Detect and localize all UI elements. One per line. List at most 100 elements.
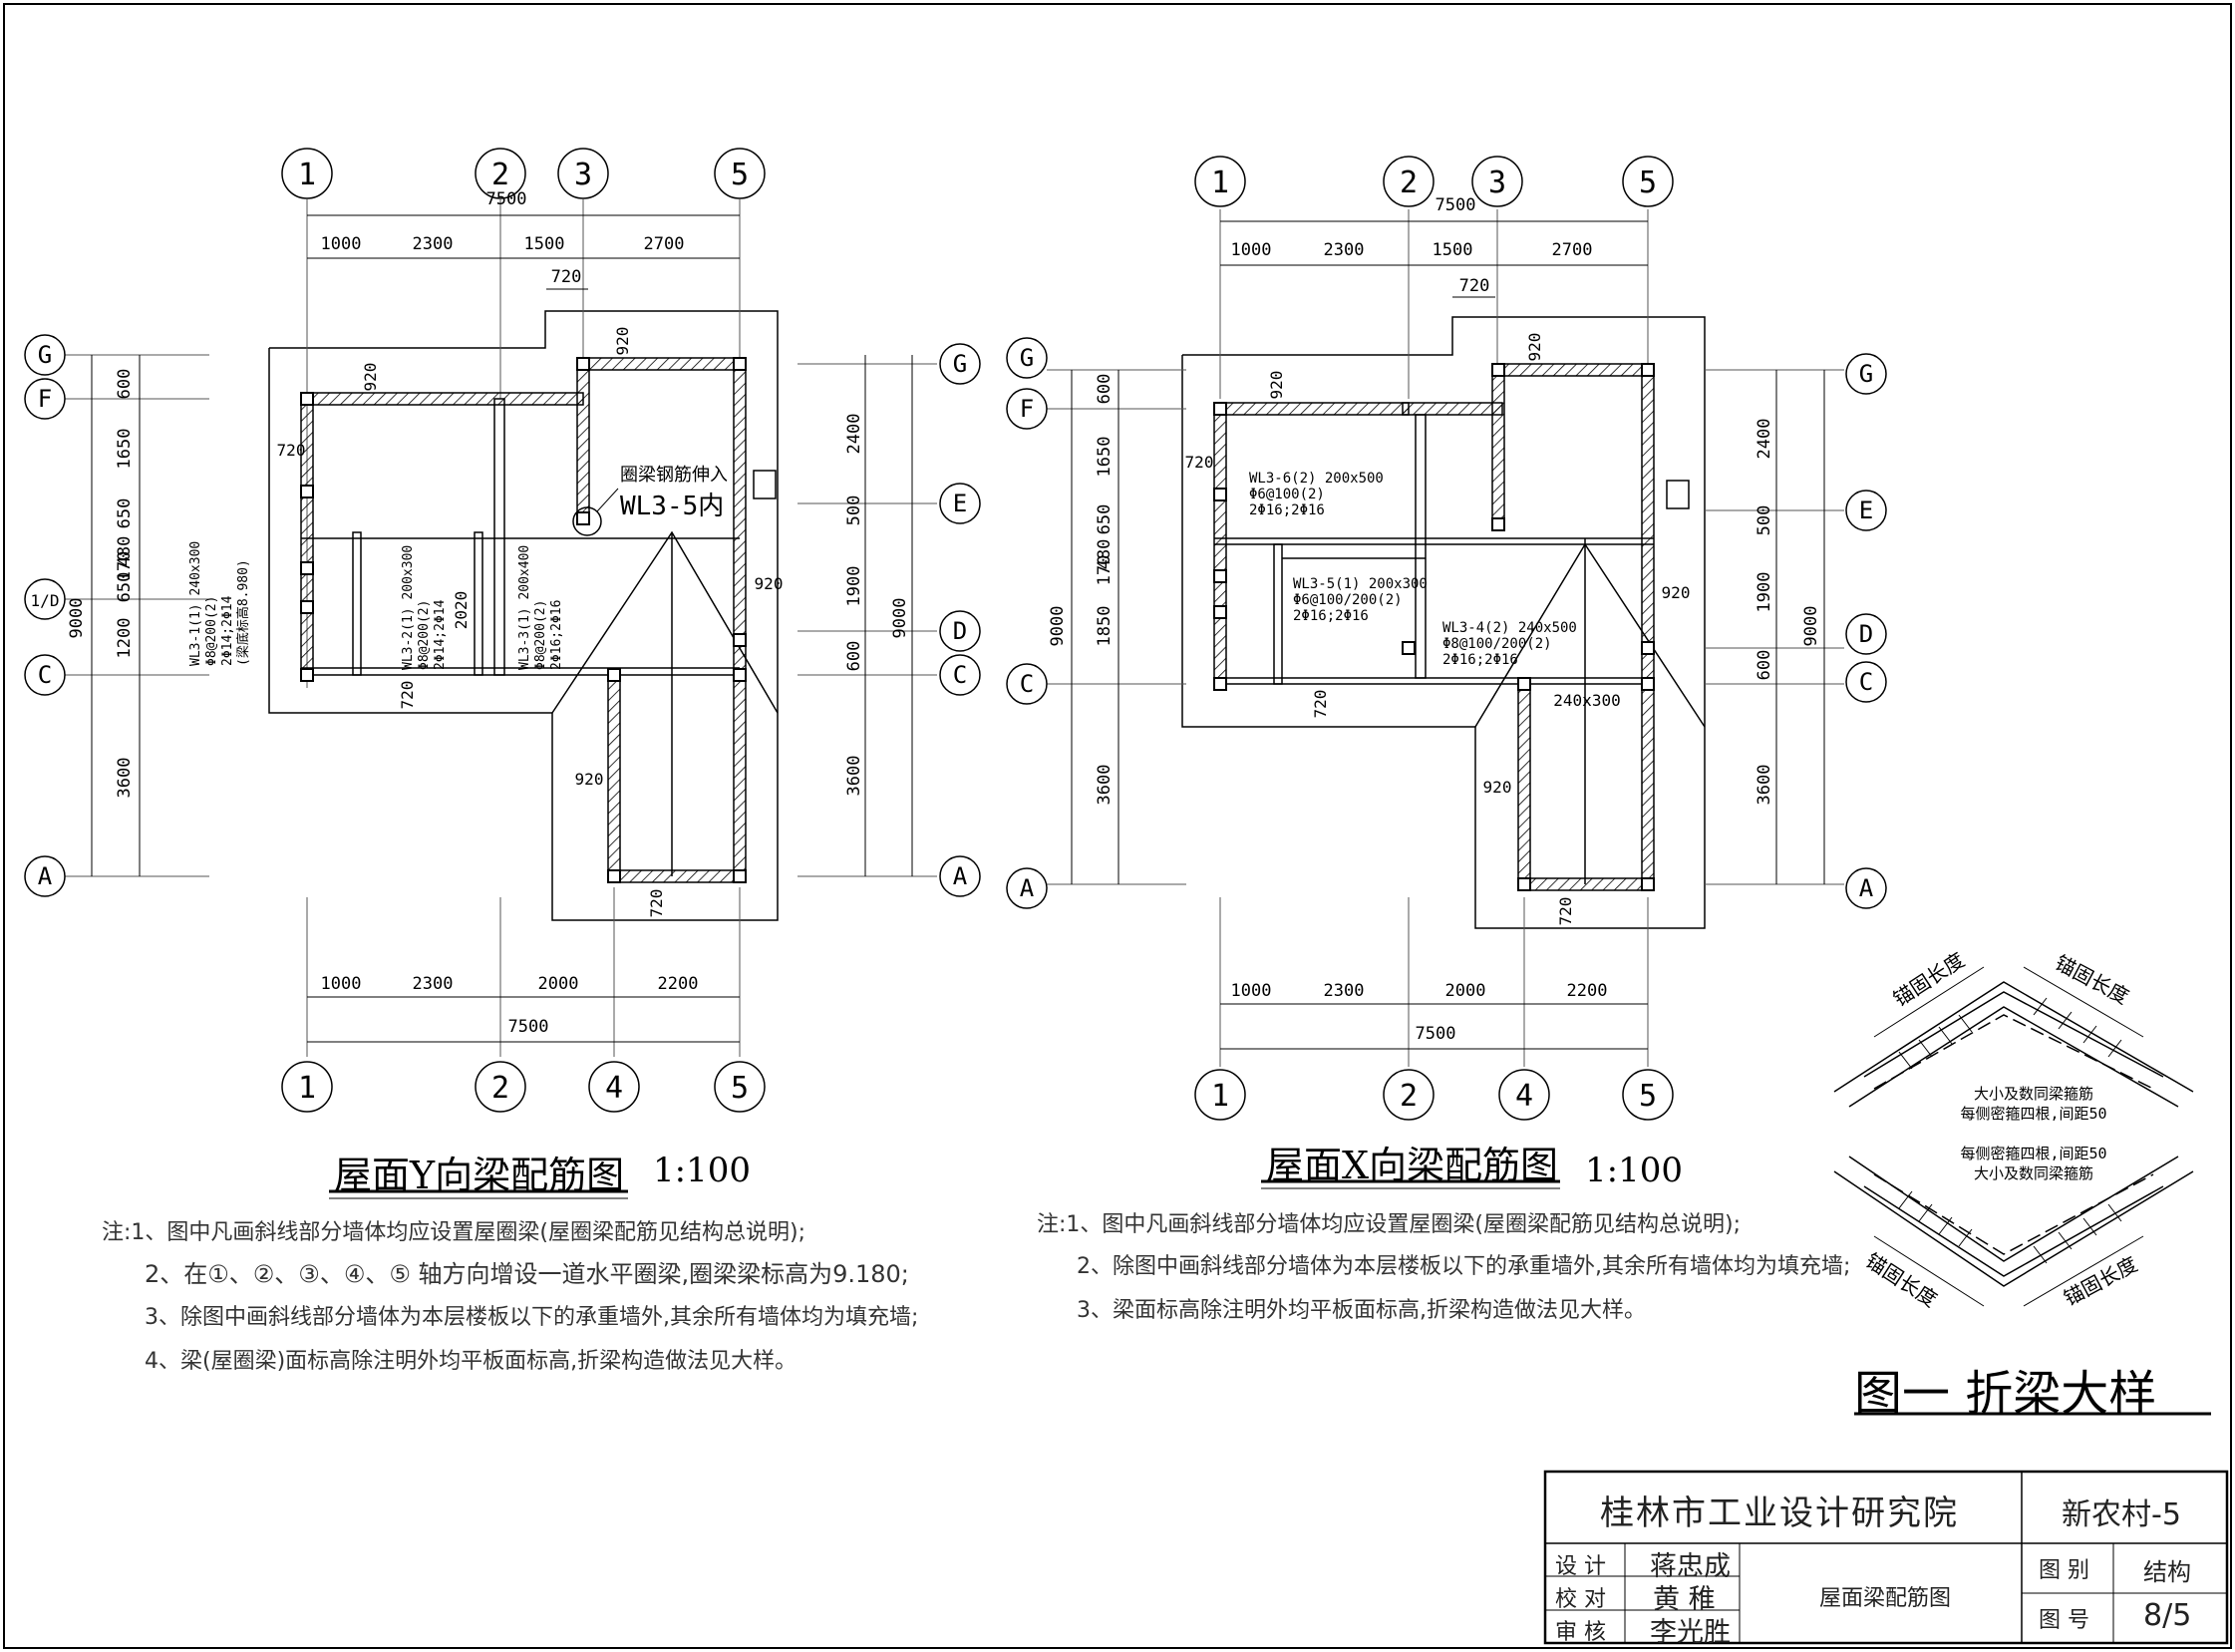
category-value: 结构 [2143, 1558, 2191, 1586]
dim-bottom-total: 7500 [508, 1017, 549, 1037]
wall-dim-3: 720 [277, 441, 306, 460]
note-right-2: 2、除图中画斜线部分墙体为本层楼板以下的承重墙外,其余所有墙体均为填充墙; [1077, 1254, 1851, 1279]
note-right-1: 注:1、图中凡画斜线部分墙体均应设置屋圈梁(屋圈梁配筋见结构总说明); [1037, 1212, 1741, 1237]
drawing-name: 屋面梁配筋图 [1819, 1586, 1952, 1611]
dim-top-1: 1000 [1231, 240, 1272, 260]
dim-bottom-1: 1000 [1231, 981, 1272, 1001]
dim-left-2: 1650 [115, 429, 135, 470]
lower-stirrups [1898, 1190, 2122, 1264]
sheet-border [3, 3, 2232, 1649]
wall-dim-7: 720 [647, 889, 666, 918]
axis-bottom-5: 5 [1639, 1079, 1657, 1114]
dim-left-4: 480 [1095, 539, 1115, 570]
axis-right-d: D [953, 617, 967, 645]
anchor-labels: 锚固长度 锚固长度 锚固长度 锚固长度 [1861, 947, 2141, 1311]
dim-right-5: 3600 [844, 756, 864, 797]
beam-wl34-l2: Φ8@100/200(2) [1442, 636, 1552, 652]
dim-bottom-total: 7500 [1416, 1024, 1456, 1044]
beam-wl35-l1: WL3-5(1) 200x300 [1293, 576, 1428, 592]
dim-top-offset: 720 [1459, 276, 1490, 296]
dim-right-3: 1900 [1755, 572, 1774, 613]
dim-left-6: 1850 [1095, 606, 1115, 647]
axis-left-f: F [1020, 395, 1034, 423]
axis-bottom-1: 1 [1211, 1079, 1229, 1114]
dim-right-4: 600 [1755, 650, 1774, 681]
beam-wl31-l3: 2Φ14;2Φ14 [220, 595, 235, 666]
axis-left-f: F [38, 385, 52, 413]
axis-bottom-2: 2 [1400, 1079, 1418, 1114]
wall-dim-8: 2020 [452, 591, 471, 630]
beam-wl35-l3: 2Φ16;2Φ16 [1293, 608, 1369, 624]
beam-wl33-l1: WL3-3(1) 200x400 [517, 545, 532, 670]
beam-wl36-l3: 2Φ16;2Φ16 [1249, 502, 1325, 518]
design-label: 设 计 [1555, 1554, 1606, 1579]
designer-name: 蒋忠成 [1650, 1551, 1731, 1582]
axis-left-c: C [1020, 670, 1034, 698]
annotation-ringbeam-2: WL3-5内 [620, 492, 724, 521]
dim-left-8: 3600 [115, 758, 135, 799]
dim-left-1: 600 [1095, 374, 1115, 405]
axis-left-1d: 1/D [31, 591, 60, 610]
project-name: 新农村-5 [2062, 1497, 2181, 1532]
wall-dim-8: 240x300 [1553, 691, 1620, 710]
axis-right-e: E [953, 490, 967, 517]
hatched-walls [1213, 363, 1655, 891]
beam-wl31-l2: Φ8@200(2) [204, 596, 219, 666]
note-left-4: 4、梁(屋圈梁)面标高除注明外均平板面标高,折梁构造做法见大样。 [145, 1349, 798, 1374]
category-label: 图 别 [2039, 1558, 2089, 1583]
beam-tags: WL3-6(2) 200x500 Φ6@100(2) 2Φ16;2Φ16 WL3… [1249, 471, 1577, 668]
beam-wl34-l1: WL3-4(2) 240x500 [1442, 620, 1577, 636]
dimension-texts-vertical: 600 1650 650 480 170 650 1200 3600 9000 … [67, 369, 910, 799]
dim-top-offset: 720 [551, 267, 582, 287]
dimension-texts-vertical: 600 1650 650 480 170 1850 3600 9000 2400… [1048, 374, 1821, 806]
wall-dim-4: 920 [1662, 583, 1691, 602]
axis-labels: 1 2 3 5 1 2 4 5 [298, 158, 749, 1106]
stirrup-note-2a: 每侧密箍四根,间距50 [1960, 1145, 2106, 1162]
slope-lines [1474, 542, 1706, 728]
beam-wl33-l2: Φ8@200(2) [533, 600, 548, 670]
dim-top-3: 1500 [524, 234, 565, 254]
wall-dim-3: 720 [1185, 453, 1214, 472]
axis-right-a: A [953, 862, 968, 890]
axis-bubbles [24, 148, 981, 1113]
roof-outline [1181, 316, 1706, 929]
wall-dim-2: 920 [613, 327, 632, 356]
axis-labels: 1 2 3 5 1 2 4 5 [1211, 165, 1657, 1114]
axis-right-g: G [953, 350, 967, 378]
dimension-texts: 7500 1000 2300 1500 2700 720 1000 2300 2… [1231, 195, 1608, 1044]
stirrup-note-1a: 大小及数同梁箍筋 [1974, 1085, 2093, 1103]
axis-right-d: D [1859, 620, 1873, 648]
right-plan-scale: 1:100 [1585, 1151, 1683, 1190]
note-left-3: 3、除图中画斜线部分墙体为本层楼板以下的承重墙外,其余所有墙体均为填充墙; [145, 1305, 919, 1330]
upper-stirrups [1898, 997, 2122, 1070]
beam-wl31-l1: WL3-1(1) 240x300 [188, 541, 203, 666]
dim-left-7: 3600 [1095, 765, 1115, 806]
axis-labels-side: G F 1/D C A G E D C A [31, 341, 968, 890]
columns [300, 357, 747, 883]
dim-left-7: 1200 [115, 618, 135, 659]
beam-wl34-l3: 2Φ16;2Φ16 [1442, 652, 1518, 668]
roof-outline [268, 310, 779, 921]
dim-top-3: 1500 [1433, 240, 1473, 260]
axis-left-a: A [38, 862, 53, 890]
dim-bottom-1: 1000 [321, 974, 362, 994]
dim-left-total: 9000 [67, 598, 87, 639]
dim-right-1: 2400 [1755, 419, 1774, 460]
anchor-label-4: 锚固长度 [2060, 1252, 2141, 1311]
axis-top-1: 1 [1211, 165, 1229, 200]
stirrup-note-2b: 大小及数同梁箍筋 [1974, 1164, 2093, 1182]
reviewer-name: 李光胜 [1650, 1617, 1731, 1648]
axis-bottom-2: 2 [491, 1071, 509, 1106]
beam-wl35-l2: Φ6@100/200(2) [1293, 592, 1403, 608]
folded-beam-detail: 锚固长度 锚固长度 锚固长度 锚固长度 大小及数同梁箍筋 每侧密箍四根,间距50… [1833, 947, 2211, 1416]
dim-top-2: 2300 [1324, 240, 1365, 260]
detail-title: 图一 折梁大样 [1854, 1366, 2157, 1422]
dim-right-5: 3600 [1755, 765, 1774, 806]
annotation-ringbeam-1: 圈梁钢筋伸入 [620, 465, 728, 486]
axis-top-2: 2 [491, 158, 509, 192]
dim-left-total: 9000 [1048, 606, 1068, 647]
axis-left-a: A [1020, 874, 1035, 902]
dim-right-total: 9000 [890, 598, 910, 639]
beam-wl32-l1: WL3-2(1) 200x300 [401, 545, 416, 670]
wall-dim-6: 920 [575, 770, 604, 789]
